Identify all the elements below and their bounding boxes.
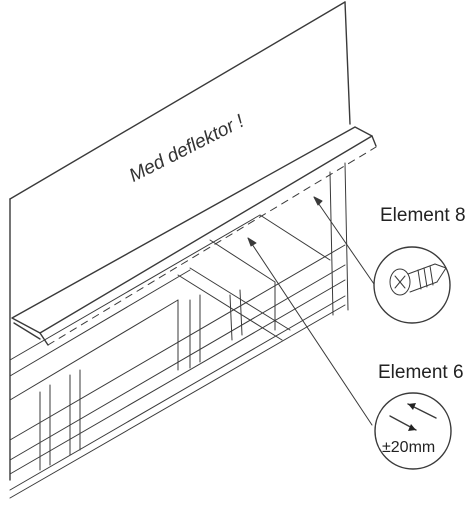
leader-lines (247, 196, 375, 426)
element-8-label: Element 8 (380, 205, 466, 226)
element-6-callout-circle (374, 392, 452, 470)
screw-icon (389, 263, 447, 296)
screw-line (47, 146, 377, 346)
deflector-profile (11, 126, 377, 346)
tolerance-label: ±20mm (382, 439, 436, 456)
element-8-callout-circle (373, 246, 451, 324)
element-6-label: Element 6 (378, 362, 464, 383)
wall-panel (9, 1, 351, 481)
adjust-arrows-icon (389, 403, 437, 431)
frame-opening (9, 162, 349, 499)
